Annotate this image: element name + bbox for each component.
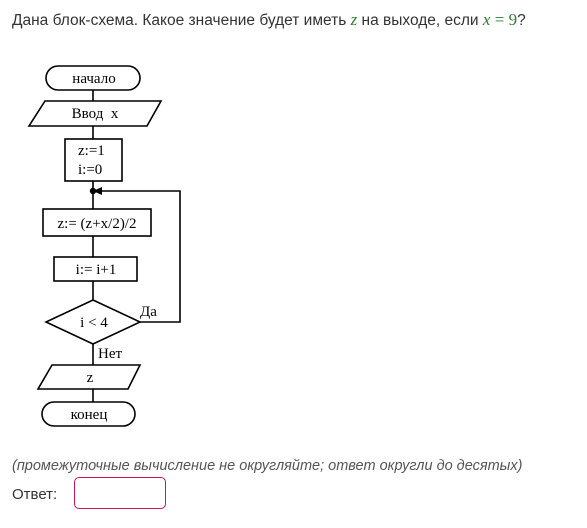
end-terminator — [41, 401, 136, 427]
loop-back-line — [93, 190, 181, 323]
flowchart-diagram: начало Ввод x z:=1 i:=0 z:= (z+x/2)/2 i:… — [27, 65, 181, 427]
increment-process-box — [53, 256, 138, 282]
init-label-1: z:=1 — [78, 143, 105, 159]
variable-x: x — [482, 10, 491, 29]
loop-arrow-head — [93, 187, 102, 195]
condition-label: i < 4 — [80, 315, 108, 331]
question-suffix: ? — [517, 12, 526, 29]
answer-input[interactable] — [74, 477, 166, 509]
question-middle: на выходе, если — [361, 12, 479, 29]
init-label-2: i:=0 — [78, 162, 102, 178]
start-label: начало — [72, 71, 115, 87]
loop-join-dot — [89, 187, 97, 195]
question-text: Дана блок-схема. Какое значение будет им… — [12, 10, 526, 30]
equals-sign: = — [494, 10, 505, 29]
output-label: z — [87, 370, 94, 386]
variable-z: z — [350, 10, 358, 29]
question-prefix: Дана блок-схема. Какое значение будет им… — [12, 12, 347, 29]
input-parallelogram — [27, 100, 163, 127]
increment-label: i:= i+1 — [76, 262, 117, 278]
x-value: 9 — [508, 10, 518, 29]
no-label: Нет — [98, 346, 122, 362]
input-label: Ввод x — [72, 106, 119, 122]
answer-label: Ответ: — [12, 486, 58, 503]
compute-label: z:= (z+x/2)/2 — [58, 216, 137, 232]
compute-process-box — [42, 208, 152, 237]
rounding-hint: (промежуточные вычисление не округляйте;… — [12, 458, 523, 474]
yes-label: Да — [140, 304, 157, 320]
end-label: конец — [71, 407, 108, 423]
output-parallelogram — [36, 364, 142, 390]
